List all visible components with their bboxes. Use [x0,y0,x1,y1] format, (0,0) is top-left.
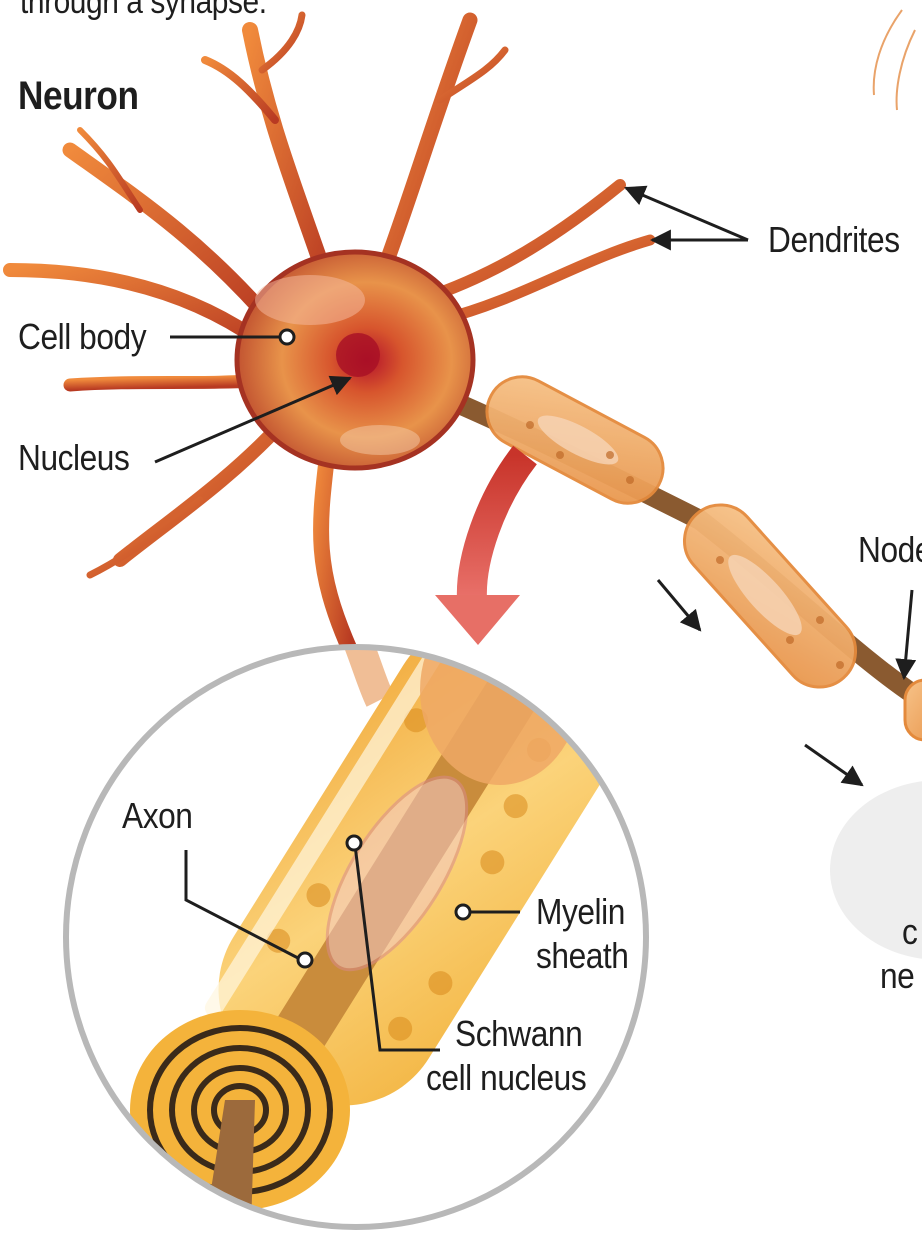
label-schwann-line2: cell nucleus [426,1058,586,1098]
label-myelin-line2: sheath [536,936,628,976]
diagram-title: Neuron [18,76,139,116]
label-cell-body: Cell body [18,317,146,357]
label-cut-right-1: c [902,912,917,952]
zoom-arrow [435,455,525,645]
cut-caption: through a synapse. [20,0,267,22]
label-nucleus: Nucleus [18,438,129,478]
axon-dot [298,953,312,967]
myelin-segments [475,364,922,740]
label-dendrites: Dendrites [768,220,900,260]
myelin-dot [456,905,470,919]
label-cut-right-2: ne [880,956,914,996]
schwann-dot [347,836,361,850]
label-schwann-line1: Schwann [455,1014,582,1054]
cell-body [237,252,473,468]
label-axon: Axon [122,796,192,836]
label-node: Node [858,530,922,570]
cell-body-dot [280,330,294,344]
label-myelin-line1: Myelin [536,892,625,932]
